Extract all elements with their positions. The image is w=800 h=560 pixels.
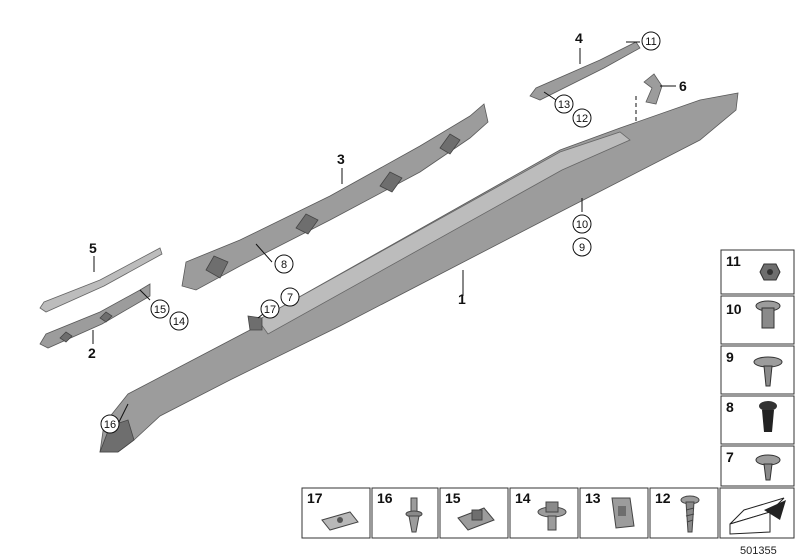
expanding-rivet-icon	[405, 497, 423, 533]
direction-arrow-icon	[729, 497, 786, 535]
circled-callout-17: 17	[260, 299, 280, 319]
svg-text:11: 11	[726, 253, 741, 269]
circled-callout-14: 14	[169, 311, 189, 331]
callout-4: 4	[575, 30, 583, 46]
svg-text:7: 7	[726, 449, 734, 465]
svg-text:12: 12	[655, 490, 671, 506]
torx-screw-icon	[680, 495, 700, 533]
svg-text:13: 13	[558, 99, 570, 111]
circled-callout-16: 16	[100, 414, 120, 434]
circled-callout-10: 10	[572, 214, 592, 234]
hex-bolt-icon	[537, 501, 567, 531]
legend-right-column: 11 10 9 8 7	[720, 249, 795, 487]
circled-callout-9: 9	[572, 237, 592, 257]
circled-callout-15: 15	[150, 299, 170, 319]
circled-callout-7: 7	[280, 287, 300, 307]
circled-callout-13: 13	[554, 94, 574, 114]
clip-nut-icon	[457, 507, 495, 531]
legend-cell-8	[720, 395, 795, 445]
small-bracket	[39, 283, 151, 349]
svg-text:14: 14	[515, 490, 531, 506]
svg-text:9: 9	[726, 349, 734, 365]
legend-cell-17	[301, 487, 371, 539]
push-rivet-icon	[759, 401, 777, 432]
circled-callout-11: 11	[641, 31, 661, 51]
screw-washer-icon	[753, 356, 783, 387]
svg-text:10: 10	[576, 219, 588, 231]
callout-2: 2	[88, 345, 96, 361]
circled-callout-8: 8	[274, 254, 294, 274]
svg-text:7: 7	[287, 292, 293, 304]
legend-cell-9	[720, 345, 795, 395]
reference-number: 501355	[740, 545, 777, 557]
seal-strip	[39, 247, 163, 313]
legend-cell-11	[720, 249, 795, 295]
nut-icon	[759, 263, 781, 281]
svg-text:16: 16	[104, 419, 116, 431]
svg-text:8: 8	[281, 259, 287, 271]
svg-text:9: 9	[579, 242, 585, 254]
carrier-bracket	[181, 103, 489, 291]
callout-3: 3	[337, 151, 345, 167]
svg-text:16: 16	[377, 490, 393, 506]
svg-text:15: 15	[445, 490, 461, 506]
svg-text:10: 10	[726, 301, 742, 317]
expanding-nut-icon	[755, 300, 781, 329]
small-clip	[643, 73, 663, 105]
callout-5: 5	[89, 240, 97, 256]
legend-bottom-row: 17 16 15 14 13	[301, 487, 795, 539]
svg-text:14: 14	[173, 316, 185, 328]
circled-callout-12: 12	[572, 108, 592, 128]
svg-text:13: 13	[585, 490, 601, 506]
spring-nut-icon	[321, 511, 359, 531]
svg-text:8: 8	[726, 399, 734, 415]
side-sill-panel	[99, 92, 739, 453]
flange-screw-icon	[755, 454, 781, 481]
legend-cell-12	[649, 487, 719, 539]
callout-6: 6	[679, 78, 687, 94]
legend-cell-16	[371, 487, 439, 539]
callout-1: 1	[458, 291, 466, 307]
svg-text:11: 11	[645, 36, 656, 48]
upper-strip	[529, 41, 641, 101]
legend-cell-7	[720, 445, 795, 487]
svg-text:17: 17	[264, 304, 276, 316]
svg-text:15: 15	[154, 304, 166, 316]
clip-icon	[611, 497, 635, 529]
svg-text:12: 12	[576, 113, 588, 125]
svg-text:17: 17	[307, 490, 323, 506]
